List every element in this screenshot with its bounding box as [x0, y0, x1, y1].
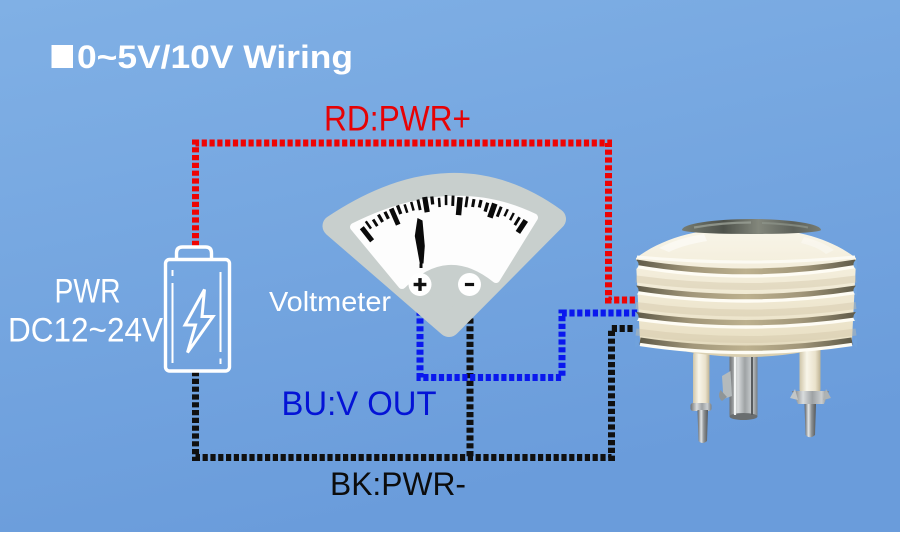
- svg-text:RD:PWR+: RD:PWR+: [324, 100, 471, 139]
- svg-text:Voltmeter: Voltmeter: [269, 286, 391, 317]
- svg-text:0~5V/10V Wiring: 0~5V/10V Wiring: [77, 39, 353, 75]
- svg-text:BU:V OUT: BU:V OUT: [282, 385, 437, 423]
- svg-text:PWR: PWR: [55, 273, 121, 311]
- svg-text:DC12~24V: DC12~24V: [8, 311, 163, 349]
- svg-text:BK:PWR-: BK:PWR-: [330, 466, 466, 502]
